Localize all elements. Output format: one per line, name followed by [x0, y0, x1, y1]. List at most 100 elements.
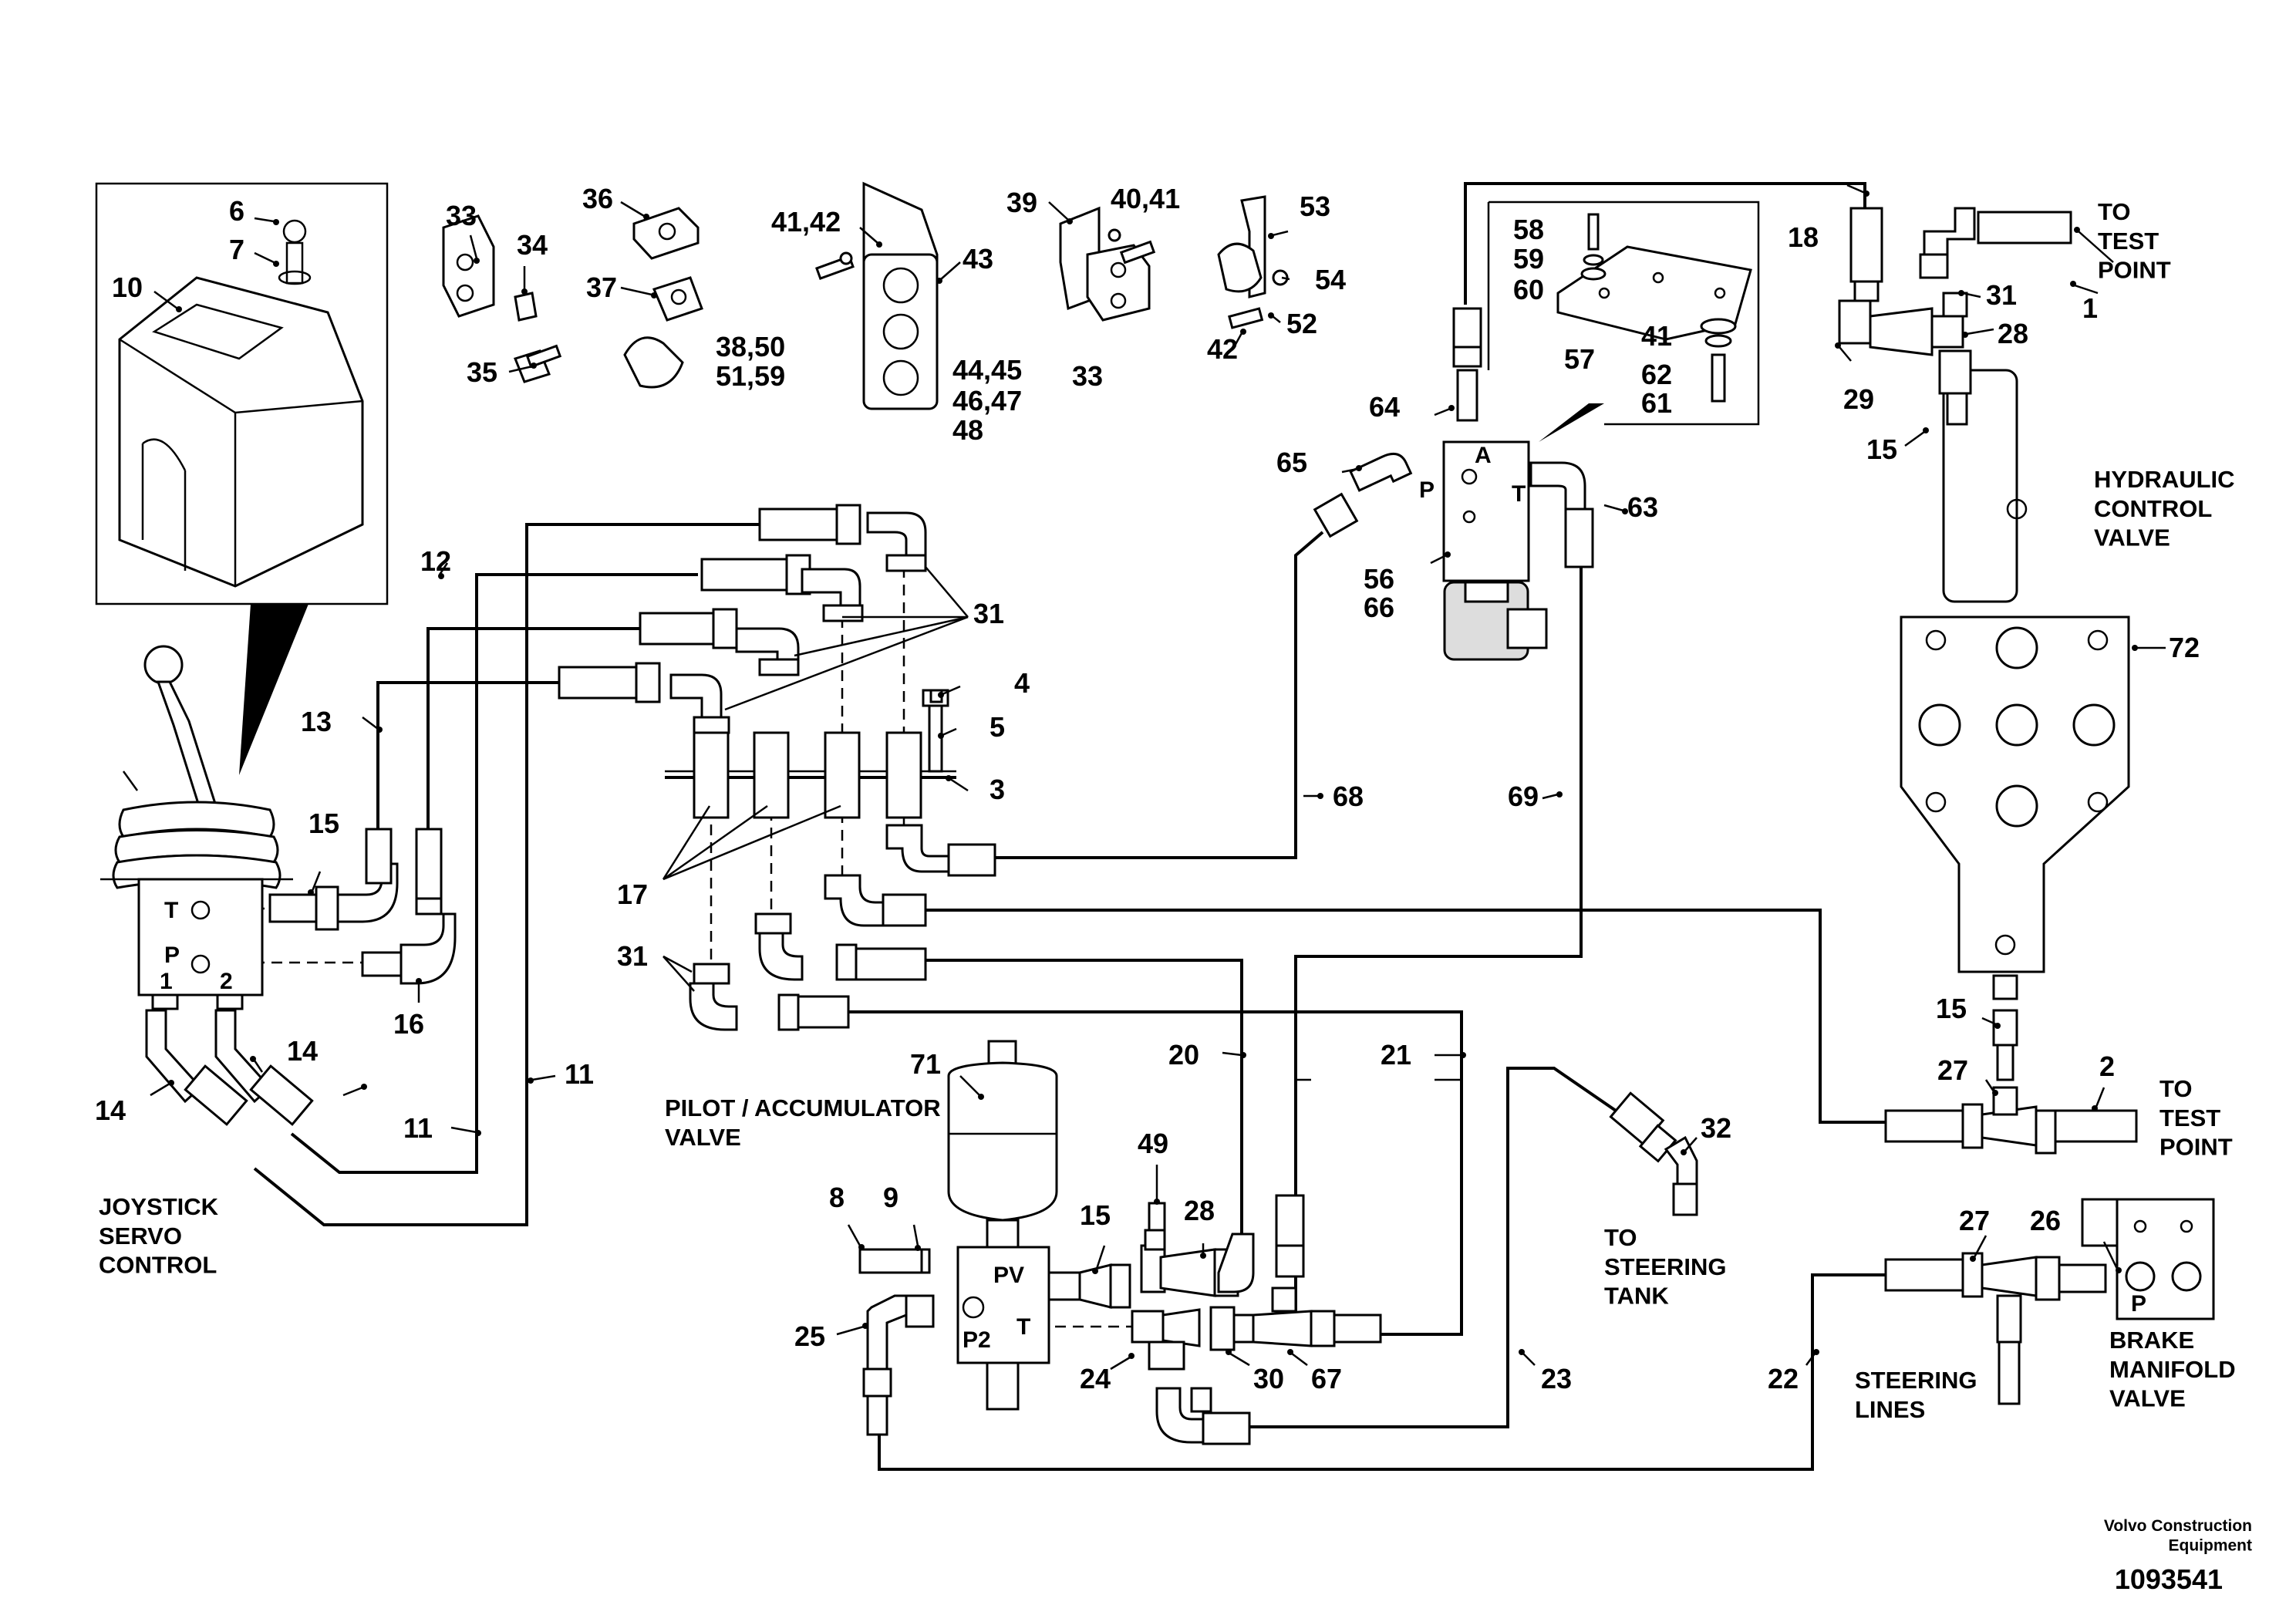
callout-12: 12 — [420, 545, 451, 577]
callout-54: 54 — [1315, 264, 1346, 295]
callout-3: 3 — [990, 774, 1005, 805]
pilot-port-t: T — [1017, 1314, 1030, 1340]
callout-9: 9 — [883, 1182, 899, 1213]
callout-38-50: 38,50 — [716, 331, 785, 363]
callout-17: 17 — [617, 878, 648, 910]
callout-63: 63 — [1627, 491, 1658, 523]
hydraulic-control-valve — [1900, 369, 2130, 1000]
callout-37: 37 — [586, 271, 617, 303]
callout-11a: 11 — [403, 1112, 433, 1144]
callout-57: 57 — [1564, 343, 1595, 375]
elbow-fittings-31 — [558, 504, 996, 1031]
part-callouts: 6 7 10 33 34 35 36 37 38,50 51,59 41,42 … — [95, 183, 2200, 1394]
callout-68: 68 — [1333, 781, 1364, 812]
hardware-clamps — [442, 181, 1289, 703]
callout-65: 65 — [1276, 447, 1307, 478]
valve56-port-t: T — [1512, 481, 1526, 507]
callout-11b: 11 — [565, 1058, 594, 1090]
valve56-port-a: A — [1475, 443, 1492, 468]
callout-72: 72 — [2169, 632, 2200, 663]
callout-60: 60 — [1513, 274, 1544, 305]
callout-41-42-a: 41,42 — [771, 206, 841, 238]
bracket-detail — [1487, 201, 1760, 426]
callout-13: 13 — [301, 706, 332, 737]
callout-2: 2 — [2099, 1050, 2115, 1082]
callout-25: 25 — [794, 1320, 825, 1352]
callout-4: 4 — [1014, 667, 1030, 699]
valve-56-assembly — [1313, 307, 1604, 661]
callout-leaders — [122, 184, 2166, 1371]
callout-44-45: 44,45 — [952, 354, 1022, 386]
callout-1: 1 — [2082, 292, 2098, 324]
callout-18: 18 — [1788, 221, 1819, 253]
callout-31-top: 31 — [1986, 279, 2017, 311]
callout-14b: 14 — [95, 1094, 126, 1126]
callout-36: 36 — [582, 183, 613, 214]
callout-5: 5 — [990, 711, 1005, 743]
joystick-port-t: T — [164, 898, 178, 923]
callout-53: 53 — [1300, 191, 1330, 222]
joystick-fittings — [145, 828, 457, 1126]
callout-40-41: 40,41 — [1111, 183, 1180, 214]
callout-56: 56 — [1364, 563, 1394, 595]
callout-67: 67 — [1311, 1363, 1342, 1394]
callout-7: 7 — [229, 234, 244, 265]
callout-26: 26 — [2030, 1205, 2061, 1236]
callout-27a: 27 — [1937, 1054, 1968, 1086]
joystick-cover-detail — [95, 182, 389, 775]
brake-port-p: P — [2131, 1291, 2146, 1317]
callout-31-main: 31 — [973, 598, 1004, 629]
callout-15-pilot: 15 — [1080, 1199, 1111, 1231]
callout-29: 29 — [1843, 383, 1874, 415]
pilot-port-p2: P2 — [963, 1327, 991, 1353]
callout-58: 58 — [1513, 214, 1544, 245]
callout-16: 16 — [393, 1008, 424, 1040]
callout-39: 39 — [1006, 187, 1037, 218]
callout-51-59: 51,59 — [716, 360, 785, 392]
callout-8: 8 — [829, 1182, 845, 1213]
callout-33b: 33 — [1072, 360, 1103, 392]
callout-48: 48 — [952, 414, 983, 446]
callout-14a: 14 — [287, 1035, 318, 1067]
callout-32: 32 — [1701, 1112, 1731, 1144]
joystick-servo-control — [100, 645, 293, 1010]
callout-15-top: 15 — [1866, 433, 1897, 465]
callout-23: 23 — [1541, 1363, 1572, 1394]
callout-6: 6 — [229, 195, 244, 227]
callout-22: 22 — [1768, 1363, 1799, 1394]
callout-dots — [168, 191, 2138, 1359]
callout-42: 42 — [1207, 333, 1238, 365]
callout-33a: 33 — [446, 200, 477, 231]
callout-64: 64 — [1369, 391, 1400, 423]
callout-15-joystick: 15 — [308, 808, 339, 839]
callout-59: 59 — [1513, 243, 1544, 275]
callout-69: 69 — [1508, 781, 1539, 812]
joystick-port-2: 2 — [220, 969, 233, 994]
joystick-port-1: 1 — [160, 969, 173, 994]
callout-61: 61 — [1641, 387, 1672, 419]
callout-62: 62 — [1641, 359, 1672, 390]
callout-15-bottom: 15 — [1936, 993, 1967, 1024]
callout-52: 52 — [1286, 308, 1317, 339]
callout-43: 43 — [963, 243, 993, 275]
callout-35: 35 — [467, 356, 497, 388]
callout-30: 30 — [1253, 1363, 1284, 1394]
pilot-accumulator-valve — [858, 1040, 1382, 1445]
callout-46-47: 46,47 — [952, 385, 1022, 416]
callout-28-top: 28 — [1998, 318, 2028, 349]
joystick-port-p: P — [164, 943, 180, 968]
steering-tank-fitting — [1609, 1091, 1698, 1216]
callout-24: 24 — [1080, 1363, 1111, 1394]
pilot-port-pv: PV — [993, 1263, 1024, 1288]
